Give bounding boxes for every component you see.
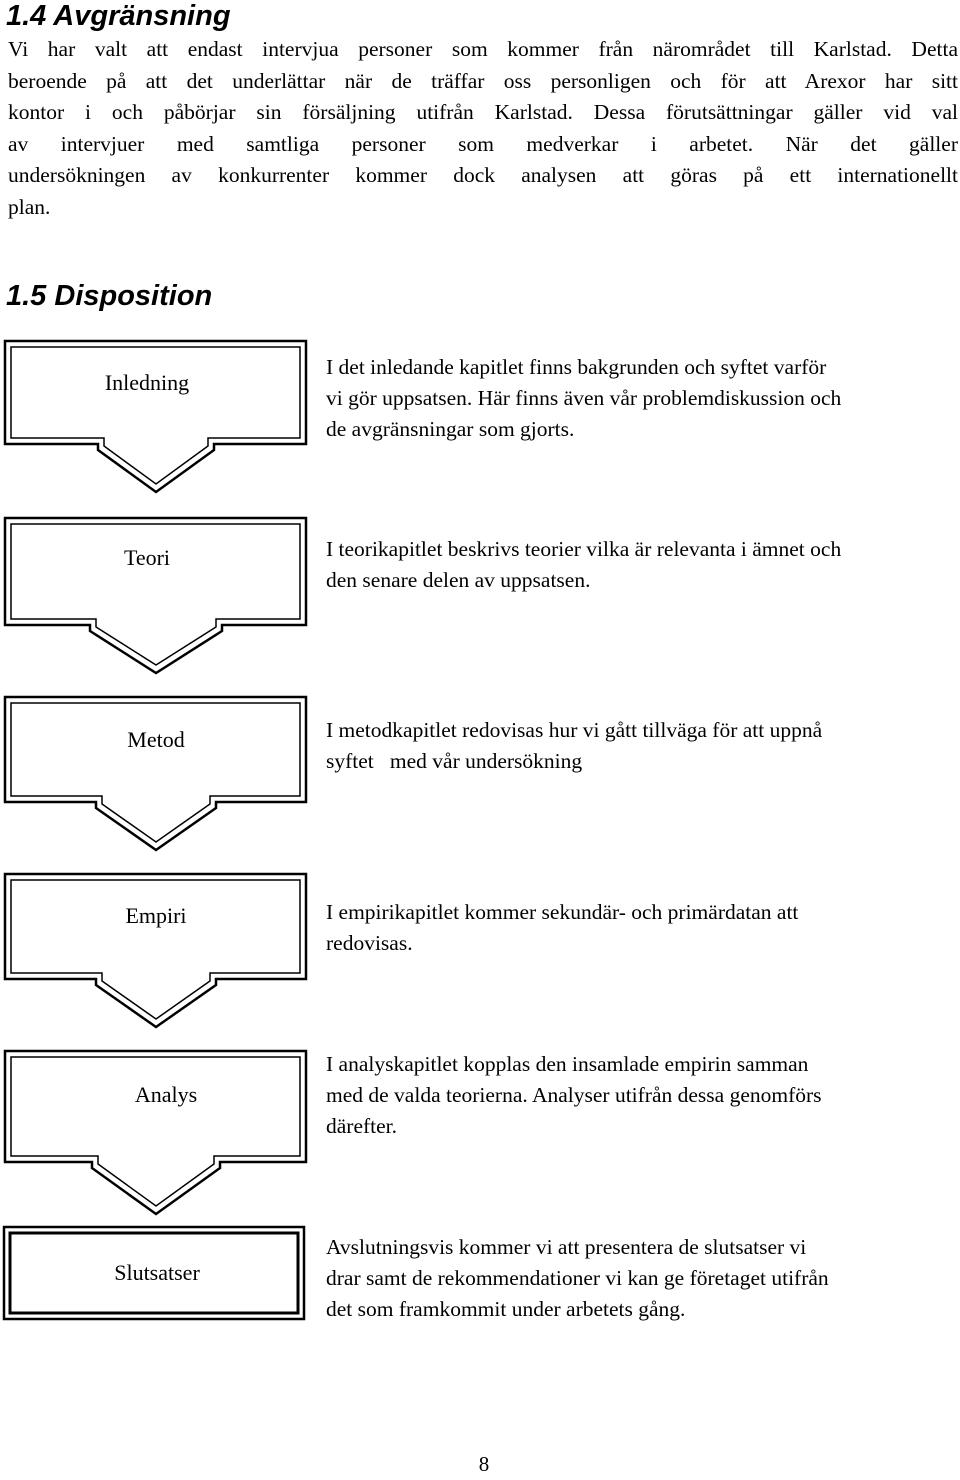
flow-step-label: Analys bbox=[134, 1082, 198, 1107]
description-line: I metodkapitlet redovisas hur vi gått ti… bbox=[326, 718, 823, 742]
paragraph-line: beroende på att det underlättar när de t… bbox=[8, 68, 958, 93]
flow-step-description: Avslutningsvis kommer vi att presentera … bbox=[326, 1232, 960, 1325]
flow-step-slutsatser: Slutsatser bbox=[0, 1223, 312, 1323]
paragraph-line: av intervjuer med samtliga personer som … bbox=[8, 131, 958, 156]
flow-step-label: Metod bbox=[127, 727, 185, 752]
paragraph-line: plan. bbox=[8, 194, 51, 219]
flow-step-label: Slutsatser bbox=[114, 1260, 200, 1285]
flow-step-description: I det inledande kapitlet finns bakgrunde… bbox=[326, 352, 960, 445]
paragraph-avgransning: Vi har valt att endast intervjua persone… bbox=[8, 34, 958, 223]
arrow-box-shape bbox=[3, 339, 308, 494]
arrow-box-shape bbox=[3, 695, 308, 852]
flow-step-description: I metodkapitlet redovisas hur vi gått ti… bbox=[326, 715, 960, 777]
flow-step-label: Empiri bbox=[125, 903, 187, 928]
description-line: I det inledande kapitlet finns bakgrunde… bbox=[326, 355, 827, 379]
flow-step-label: Inledning bbox=[104, 370, 190, 395]
description-line: med de valda teorierna. Analyser utifrån… bbox=[326, 1083, 822, 1107]
flow-step-analys: Analys bbox=[0, 1046, 312, 1222]
description-line: drar samt de rekommendationer vi kan ge … bbox=[326, 1266, 829, 1290]
paragraph-line: undersökningen av konkurrenter kommer do… bbox=[8, 163, 958, 187]
paragraph-line: Vi har valt att endast intervjua persone… bbox=[8, 37, 958, 61]
arrow-box-shape bbox=[3, 1049, 308, 1216]
description-line: den senare delen av uppsatsen. bbox=[326, 568, 591, 592]
description-line: syftet med vår undersökning bbox=[326, 749, 583, 773]
flow-step-metod: Metod bbox=[0, 692, 312, 858]
paragraph-line: kontor i och påbörjar sin försäljning ut… bbox=[8, 100, 958, 124]
flow-step-description: I analyskapitlet kopplas den insamlade e… bbox=[326, 1049, 960, 1142]
flow-step-label: Teori bbox=[123, 545, 171, 570]
section-heading-disposition: 1.5 Disposition bbox=[6, 280, 213, 312]
description-line: Avslutningsvis kommer vi att presentera … bbox=[326, 1235, 807, 1259]
page-number: 8 bbox=[478, 1452, 490, 1476]
description-line: de avgränsningar som gjorts. bbox=[326, 417, 575, 441]
flow-step-teori: Teori bbox=[0, 513, 312, 681]
flow-step-empiri: Empiri bbox=[0, 869, 312, 1035]
flow-step-description: I teorikapitlet beskrivs teorier vilka ä… bbox=[326, 534, 960, 596]
description-line: vi gör uppsatsen. Här finns även vår pro… bbox=[326, 386, 842, 410]
description-line: I analyskapitlet kopplas den insamlade e… bbox=[326, 1052, 809, 1076]
description-line: I empirikapitlet kommer sekundär- och pr… bbox=[326, 900, 799, 924]
arrow-box-shape bbox=[3, 872, 308, 1029]
description-line: det som framkommit under arbetets gång. bbox=[326, 1297, 686, 1321]
box-shape bbox=[2, 1225, 306, 1321]
section-heading-avgransning: 1.4 Avgränsning bbox=[6, 0, 231, 32]
flow-step-description: I empirikapitlet kommer sekundär- och pr… bbox=[326, 897, 960, 959]
description-line: därefter. bbox=[326, 1114, 398, 1138]
arrow-box-shape bbox=[3, 516, 308, 675]
description-line: redovisas. bbox=[326, 931, 413, 955]
description-line: I teorikapitlet beskrivs teorier vilka ä… bbox=[326, 537, 842, 561]
flow-step-inledning: Inledning bbox=[0, 336, 312, 500]
